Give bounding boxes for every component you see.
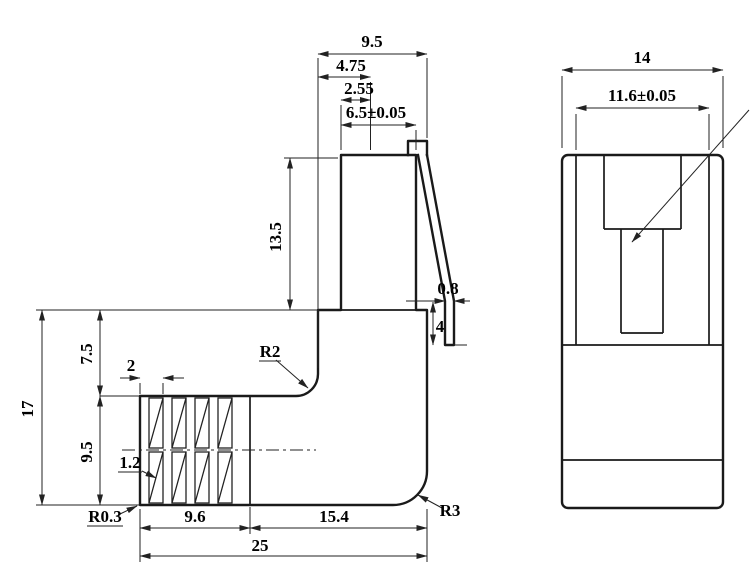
leader-bottom-left-radius (119, 505, 138, 515)
rib-hatch (148, 397, 164, 449)
side-view (122, 139, 456, 507)
leader-rib-slot-width (141, 470, 157, 479)
rib-slot (148, 397, 164, 449)
latch-anchor-tab (406, 139, 429, 157)
leader-bottom-right-radius (417, 494, 443, 509)
rib-hatch (194, 451, 210, 504)
dim-body-length-label: 15.4 (319, 507, 349, 526)
dim-plug-height-label: 13.5 (266, 222, 285, 252)
latch (416, 153, 456, 347)
dim-latch-tip-height-label: 4 (436, 317, 445, 336)
dim-boot-length-label: 9.6 (184, 507, 205, 526)
front-view (560, 153, 725, 510)
rib-slot (194, 397, 210, 449)
dim-center-offset-label: 2.55 (344, 79, 374, 98)
extension-lines (561, 76, 724, 150)
leader-inner-radius (275, 359, 309, 389)
rib-slot (171, 397, 187, 449)
dim-overall-height-label: 17 (18, 400, 37, 418)
rib-slot (171, 451, 187, 504)
dim-rib-pitch-label: 2 (127, 356, 136, 375)
side-view-dimensions: 9.5 4.75 2.55 6.5±0.05 13.5 17 7.5 9.5 2… (18, 32, 470, 562)
boot-rib-slots (148, 397, 233, 504)
rib-slot (194, 451, 210, 504)
dim-upper-height-label: 7.5 (77, 343, 96, 364)
leader-front-callout (631, 109, 750, 243)
dim-plug-width-label: 6.5±0.05 (346, 103, 406, 122)
rib-hatch (171, 397, 187, 449)
extension-lines (36, 58, 467, 562)
dim-overall-length-label: 25 (252, 536, 269, 555)
front-view-outline (560, 153, 725, 510)
rib-hatch (217, 451, 233, 504)
inner-radius-label: R2 (260, 342, 281, 361)
rib-slot (217, 397, 233, 449)
dim-latch-thickness-label: 0.8 (437, 279, 458, 298)
rib-hatch (171, 451, 187, 504)
dim-opening-width-label: 11.6±0.05 (608, 86, 676, 105)
rib-hatch (217, 397, 233, 449)
dim-overall-width-label: 14 (634, 48, 652, 67)
front-view-dimensions: 14 11.6±0.05 (561, 48, 750, 243)
bottom-left-radius-label: R0.3 (88, 507, 122, 526)
dim-top-width-label: 9.5 (361, 32, 382, 51)
rib-slot (217, 451, 233, 504)
rib-hatch (194, 397, 210, 449)
dim-rib-slot-width-label: 1.2 (119, 453, 140, 472)
dim-half-width-label: 4.75 (336, 56, 366, 75)
dim-lower-height-label: 9.5 (77, 441, 96, 462)
bottom-right-radius-label: R3 (440, 501, 461, 520)
